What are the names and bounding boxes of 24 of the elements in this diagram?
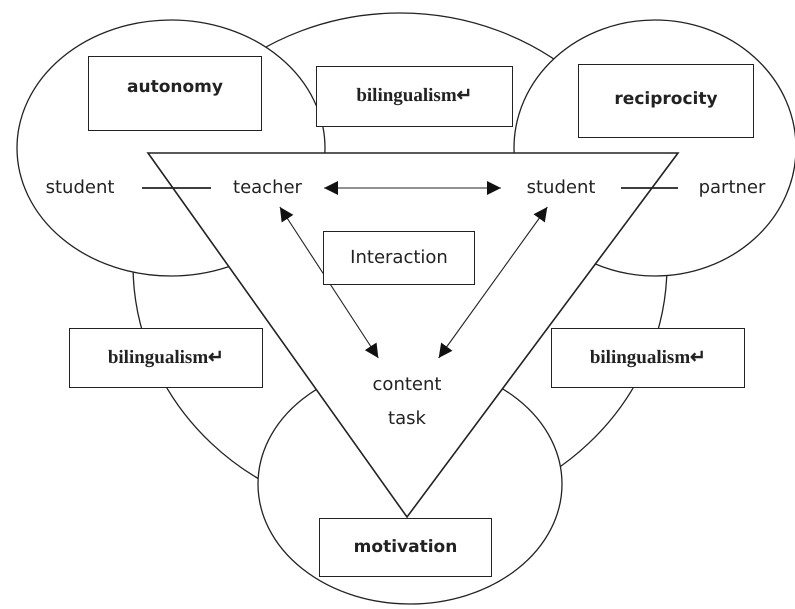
box-label: autonomy — [127, 76, 223, 99]
label-box — [88, 56, 262, 131]
node-label: student — [46, 176, 114, 200]
label-box — [319, 518, 492, 577]
node-label: content task — [372, 372, 442, 431]
double-arrow — [279, 206, 379, 358]
node-label: student — [526, 176, 596, 200]
box-label: bilingualism↵ — [590, 346, 706, 370]
double-arrow — [324, 181, 501, 195]
label-box — [69, 328, 263, 388]
box-label: motivation — [354, 536, 458, 560]
label-box — [578, 64, 754, 138]
box-label: bilingualism↵ — [108, 346, 224, 370]
node-label: teacher — [233, 176, 302, 200]
label-box — [323, 231, 475, 285]
label-box — [551, 328, 745, 388]
box-label: reciprocity — [614, 88, 718, 111]
box-label: bilingualism↵ — [356, 84, 473, 108]
box-label: Interaction — [350, 246, 448, 270]
node-label: partner — [698, 176, 766, 200]
label-box — [316, 66, 513, 127]
connector-line — [142, 187, 211, 189]
double-arrow — [438, 206, 548, 358]
connector-line — [621, 187, 678, 189]
